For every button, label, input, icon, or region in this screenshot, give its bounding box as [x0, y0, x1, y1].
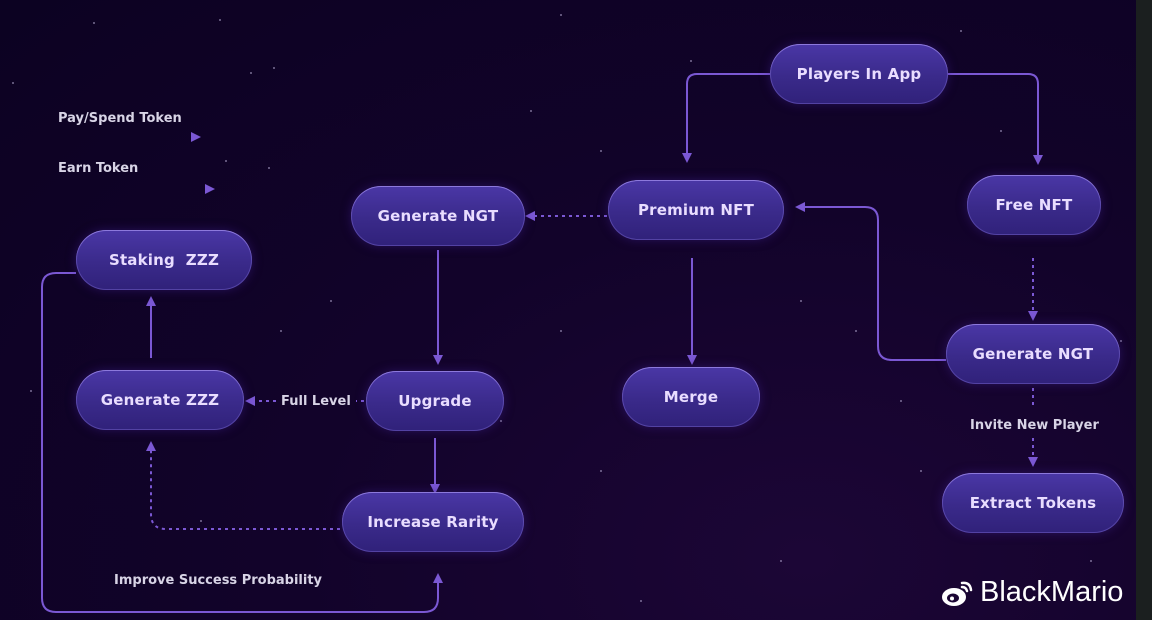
edge-label-full-level: Full Level	[281, 394, 351, 409]
node-increase-rarity[interactable]: Increase Rarity	[342, 492, 524, 552]
node-generate-ngt-left[interactable]: Generate NGT	[351, 186, 525, 246]
node-players-in-app[interactable]: Players In App	[770, 44, 948, 104]
edge-players-premium	[682, 73, 770, 163]
node-upgrade[interactable]: Upgrade	[366, 371, 504, 431]
node-premium-nft[interactable]: Premium NFT	[608, 180, 784, 240]
edge-players-free	[948, 73, 1043, 165]
window-edge-strip	[1136, 0, 1152, 620]
watermark-text: BlackMario	[980, 576, 1124, 608]
edge-label-improve-success: Improve Success Probability	[114, 573, 323, 588]
edge-label-invite-new-player: Invite New Player	[970, 418, 1099, 433]
legend-pay-label: Pay/Spend Token	[58, 111, 182, 126]
node-staking-zzz[interactable]: Staking ZZZ	[76, 230, 252, 290]
node-extract-tokens[interactable]: Extract Tokens	[942, 473, 1124, 533]
edge-staking-rarity	[41, 272, 443, 613]
node-free-nft[interactable]: Free NFT	[967, 175, 1101, 235]
weibo-icon	[942, 581, 973, 606]
node-generate-ngt-right[interactable]: Generate NGT	[946, 324, 1120, 384]
node-generate-zzz[interactable]: Generate ZZZ	[76, 370, 244, 430]
edge-rarity-zzz	[146, 441, 340, 530]
edge-ngt-right-premium	[795, 202, 946, 361]
node-merge[interactable]: Merge	[622, 367, 760, 427]
watermark: BlackMario	[940, 576, 1123, 609]
legend-earn-label: Earn Token	[58, 161, 139, 176]
